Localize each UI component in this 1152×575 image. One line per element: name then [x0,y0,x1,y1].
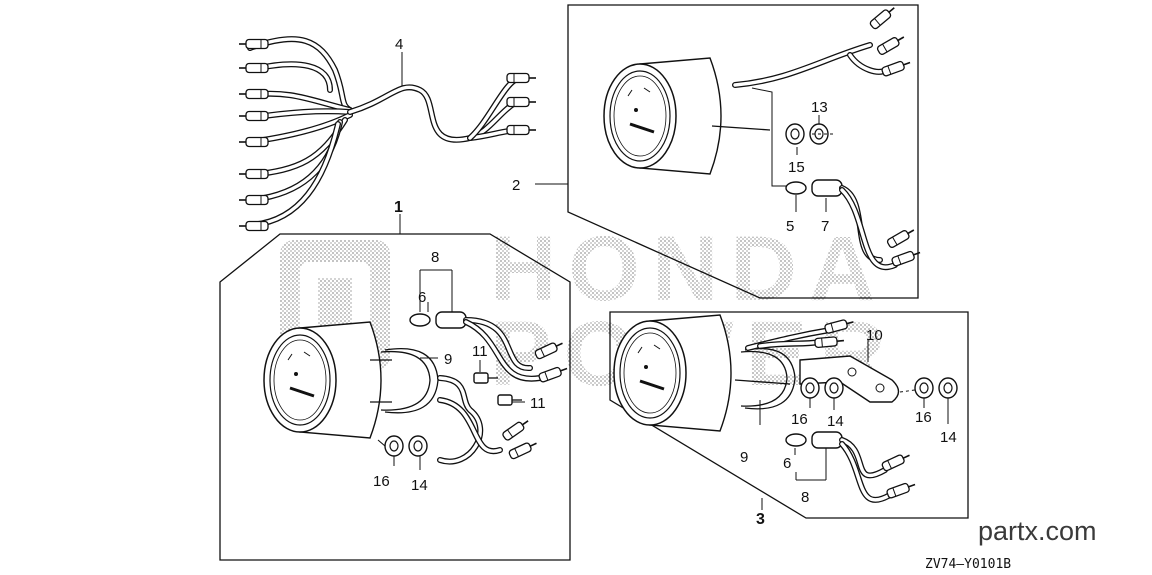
meter-assembly-1: 1 8 6 9 1 [219,199,571,561]
diagram-code: ZV74—Y0101B [925,557,1011,572]
callout-8-left: 8 [431,249,439,266]
callout-7: 7 [821,218,829,235]
callout-6-left: 6 [418,289,426,306]
harness-assembly: 4 [238,36,537,232]
callout-14-right: 14 [940,429,957,446]
callout-11-upper: 11 [472,343,488,360]
callout-16-left: 16 [373,473,390,490]
callout-16-right: 16 [915,409,932,426]
meter-assembly-3: 10 16 14 16 14 9 6 8 3 [609,311,969,528]
callout-16-mid: 16 [791,411,808,428]
callout-10: 10 [866,327,883,344]
callout-14-left: 14 [411,477,428,494]
callout-4: 4 [395,36,403,53]
meter-assembly-2: 2 13 15 5 7 [512,3,923,299]
callout-9-left: 9 [444,351,452,368]
callout-5: 5 [786,218,794,235]
callout-14-mid: 14 [827,413,844,430]
watermark-line-1: HONDA [490,218,887,320]
callout-1: 1 [394,199,403,216]
callout-9-right: 9 [740,449,748,466]
callout-15: 15 [788,159,805,176]
callout-8-right: 8 [801,489,809,506]
callout-11-lower: 11 [530,395,546,412]
callout-13: 13 [811,99,828,116]
site-brand: partx.com [978,516,1097,546]
callout-3: 3 [756,511,765,528]
callout-2: 2 [512,177,520,194]
callout-6-right: 6 [783,455,791,472]
